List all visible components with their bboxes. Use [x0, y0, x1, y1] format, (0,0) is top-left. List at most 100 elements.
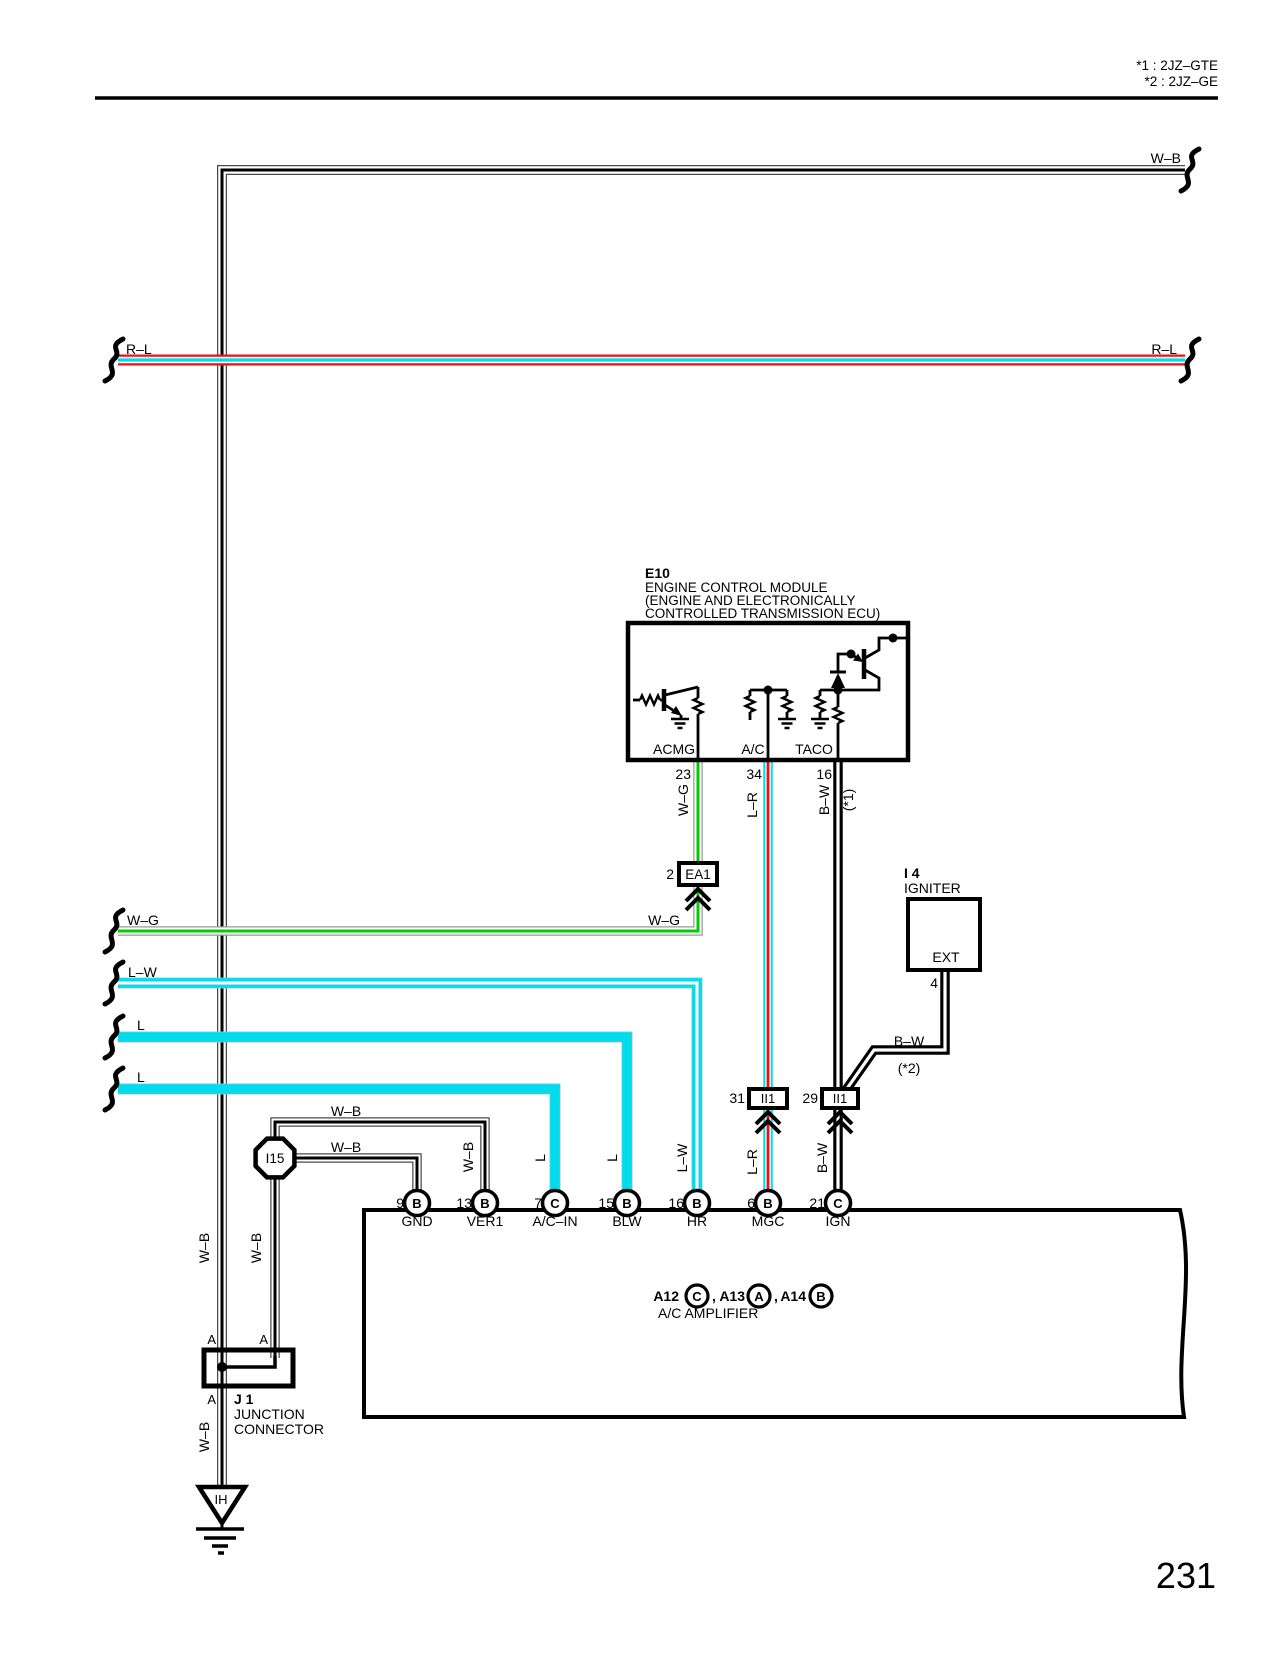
- amplifier-connector-ids: A12 C , A13 A , A14 B A/C AMPLIFIER: [653, 1283, 834, 1321]
- igniter-labels: I 4 IGNITER EXT 4: [904, 865, 961, 991]
- pin-letter: C: [833, 1196, 843, 1211]
- j1-name-1: JUNCTION: [234, 1406, 305, 1422]
- pin-number: 16: [668, 1195, 684, 1211]
- ac-resistor-circuit: [742, 688, 796, 761]
- junction-dot: [833, 685, 843, 695]
- pin-label: BLW: [612, 1213, 642, 1229]
- label-lw-left: L–W: [128, 964, 158, 980]
- connector-letter: C: [692, 1289, 702, 1304]
- note-engine-1: *1 : 2JZ–GTE: [1136, 58, 1218, 73]
- connector-letter-circle: [808, 1283, 834, 1309]
- pin-label: GND: [401, 1213, 432, 1229]
- amplifier-box: [362, 1208, 1189, 1419]
- label-lw-vertical: L–W: [674, 1143, 690, 1173]
- ih-ground: [194, 1484, 250, 1555]
- label-bw-ign-pin: B–W: [814, 1142, 830, 1173]
- i15-octagon: [253, 1136, 297, 1180]
- e10-desc-2: (ENGINE AND ELECTRONICALLY: [645, 593, 856, 608]
- ih-triangle: [194, 1484, 250, 1528]
- junction-dot: [846, 649, 856, 659]
- junction-dot: [888, 633, 898, 643]
- pin-ac-in: 7 C A/C–IN: [532, 1188, 578, 1229]
- label-l1-left: L: [137, 1017, 145, 1033]
- j1-id: J 1: [234, 1391, 254, 1407]
- pin-label: VER1: [467, 1213, 504, 1229]
- pin-number: 6: [747, 1195, 755, 1211]
- shield-chevron: [754, 1109, 782, 1135]
- diode: [831, 673, 845, 688]
- e10-pin-taco: TACO: [795, 741, 833, 757]
- wire-wg: [118, 760, 698, 931]
- wire-labels: W–B R–L R–L W–G W–G L–W L L W–B W–B B–W …: [126, 150, 1181, 1452]
- pin-label: HR: [687, 1213, 707, 1229]
- ii1-31-pin-number: 31: [729, 1090, 745, 1106]
- ii1-29-id: II1: [833, 1091, 847, 1106]
- ii1-31-connector: [747, 1087, 789, 1135]
- igniter-pin-number: 4: [930, 975, 938, 991]
- note-engine-2: *2 : 2JZ–GE: [1144, 74, 1218, 89]
- label-bw-taco-note: (*1): [840, 789, 856, 812]
- pin-blw: 15 B BLW: [598, 1188, 642, 1229]
- igniter-pin-ext: EXT: [932, 949, 960, 965]
- label-wb-col-left: W–B: [196, 1233, 212, 1263]
- header: *1 : 2JZ–GTE *2 : 2JZ–GE: [95, 58, 1218, 100]
- e10-internal-circuit: [633, 633, 907, 761]
- connector-id: A12: [653, 1288, 679, 1304]
- e10-pin-number-16: 16: [816, 766, 832, 782]
- junction-dot: [217, 1362, 227, 1372]
- shield-chevron: [826, 1109, 854, 1135]
- label-wg-corner: W–G: [648, 912, 680, 928]
- e10-pin-number-23: 23: [675, 766, 691, 782]
- j1-labels: A A A J 1 JUNCTION CONNECTOR: [207, 1332, 324, 1437]
- igniter-box: [906, 897, 982, 972]
- j1-internal-bus: [225, 1356, 277, 1369]
- ii1-29-pin-number: 29: [802, 1090, 818, 1106]
- label-l2-vertical: L: [532, 1154, 548, 1162]
- pin-label: IGN: [826, 1213, 851, 1229]
- connector-letter-circle: [684, 1283, 710, 1309]
- connector-letter: A: [754, 1289, 764, 1304]
- separator: ,: [712, 1288, 716, 1304]
- label-wg-vertical: W–G: [675, 784, 691, 816]
- ii1-31-box: [747, 1087, 789, 1110]
- arrowhead: [671, 706, 682, 716]
- pin-letter: B: [622, 1196, 631, 1211]
- shield-chevron: [684, 886, 712, 912]
- pin-number: 21: [809, 1195, 825, 1211]
- pin-number: 9: [396, 1195, 404, 1211]
- pin-label: MGC: [752, 1213, 785, 1229]
- resistor: [812, 694, 828, 714]
- label-l2-left: L: [137, 1069, 145, 1085]
- label-wb-col-right: W–B: [248, 1233, 264, 1263]
- label-lr-bottom: L–R: [744, 1149, 760, 1175]
- resistor: [690, 696, 706, 716]
- resistor: [779, 694, 795, 714]
- j1-box: [201, 1347, 296, 1389]
- pin-hr: 16 B HR: [668, 1188, 712, 1229]
- ea1-id: EA1: [685, 867, 711, 882]
- pin-number: 7: [534, 1195, 542, 1211]
- e10-pin-ac: A/C: [741, 741, 764, 757]
- connector-id: A14: [780, 1288, 806, 1304]
- pin-label: A/C–IN: [532, 1213, 577, 1229]
- resistor: [742, 694, 758, 714]
- ground-symbol: [811, 717, 829, 730]
- label-wb-below-j1: W–B: [196, 1422, 212, 1452]
- ii1-31-id: II1: [761, 1091, 775, 1106]
- connector-letter-circle: [746, 1283, 772, 1309]
- resistor: [830, 705, 846, 725]
- label-bw-taco: B–W: [816, 784, 832, 815]
- wire-wb-i15-right: [293, 1158, 417, 1195]
- pin-letter: B: [763, 1196, 772, 1211]
- amplifier-pins: 9 B GND 13 B VER1 7 C A/C–IN 15 B BLW 16…: [396, 1188, 853, 1229]
- pin-letter: B: [412, 1196, 421, 1211]
- label-wg-left: W–G: [127, 912, 159, 928]
- ii1-29-connector: [820, 1087, 860, 1135]
- label-wb-top: W–B: [1151, 150, 1181, 166]
- ea1-connector: [677, 861, 719, 912]
- e10-desc-3: CONTROLLED TRANSMISSION ECU): [645, 606, 880, 621]
- label-bw-igniter-note: (*2): [898, 1060, 921, 1076]
- ground-symbol: [671, 717, 689, 730]
- ea1-pin-number: 2: [666, 866, 674, 882]
- pin-mgc: 6 B MGC: [747, 1188, 785, 1229]
